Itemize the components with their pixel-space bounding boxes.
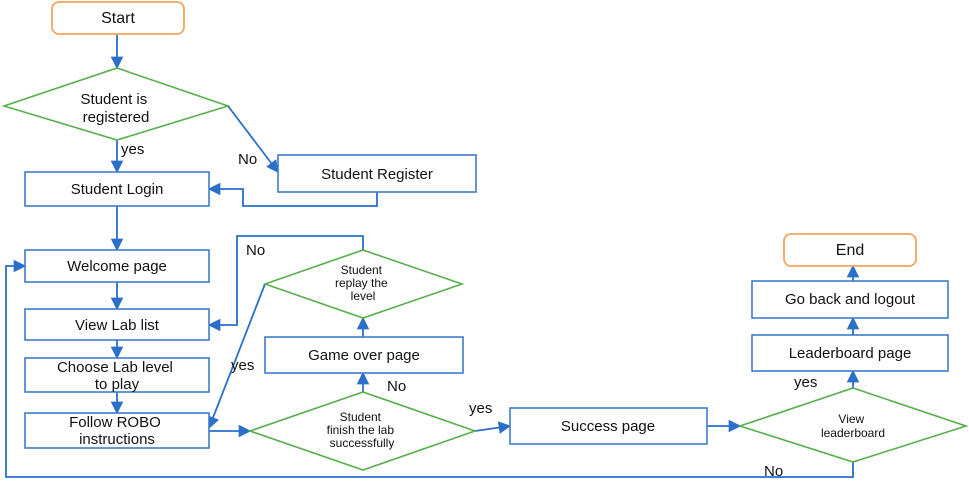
decision-finish: Student finish the lab successfully (247, 391, 478, 471)
follow-line-2: instructions (79, 431, 155, 448)
label-no-registered: No (238, 151, 257, 168)
process-view-lab: View Lab list (24, 308, 210, 341)
process-login: Student Login (24, 171, 210, 207)
decision-registered: Student is registered (1, 67, 231, 141)
replay-line-3: level (351, 289, 376, 303)
svg-text:Student replay the: Student replay the level (335, 263, 391, 303)
logout-label: Go back and logout (785, 291, 916, 308)
follow-line-1: Follow ROBO (69, 414, 161, 431)
process-leaderboard: Leaderboard page (751, 334, 949, 372)
svg-text:Follow ROBO instructions: Follow ROBO instructions (69, 414, 165, 448)
view-lab-label: View Lab list (75, 317, 160, 334)
registered-line-1: Student is (81, 91, 148, 108)
finish-line-2: finish the lab (327, 423, 395, 437)
svg-text:Student is registered: Student is registered (81, 91, 152, 126)
process-game-over: Game over page (264, 336, 464, 374)
success-label: Success page (561, 418, 655, 435)
login-label: Student Login (71, 181, 164, 198)
arrow-replay-no-to-viewlab (207, 235, 364, 332)
choose-lab-line-1: Choose Lab level (57, 359, 173, 376)
decision-replay: Student replay the level (262, 249, 465, 319)
label-no-replay: No (246, 242, 265, 259)
replay-line-2: replay the (335, 276, 388, 290)
label-no-finish: No (387, 378, 406, 395)
arrow-registered-to-register (227, 105, 279, 174)
svg-text:View leaderboard: View leaderboard (821, 412, 885, 440)
arrow-finish-to-success (474, 421, 512, 434)
view-leaderboard-line-2: leaderboard (821, 426, 885, 440)
view-leaderboard-line-1: View (838, 412, 864, 426)
svg-text:Student finish the lab: Student finish the lab successfully (327, 410, 398, 450)
process-follow: Follow ROBO instructions (24, 412, 210, 449)
decision-view-leaderboard: View leaderboard (737, 387, 969, 463)
process-logout: Go back and logout (751, 280, 949, 319)
game-over-label: Game over page (308, 347, 420, 364)
finish-line-3: successfully (330, 436, 395, 450)
arrow-viewleaderboard-no-to-welcome (5, 259, 854, 478)
process-choose-lab: Choose Lab level to play (24, 357, 210, 393)
label-yes-registered: yes (121, 141, 144, 158)
welcome-label: Welcome page (67, 258, 167, 275)
replay-line-1: Student (341, 263, 383, 277)
arrow-replay-yes-to-follow (207, 283, 266, 430)
process-register: Student Register (277, 154, 477, 193)
end-node: End (783, 233, 917, 267)
connectors (5, 34, 860, 478)
start-node: Start (51, 1, 185, 35)
label-yes-leaderboard: yes (794, 374, 817, 391)
label-no-leaderboard: No (764, 463, 783, 480)
choose-lab-line-2: to play (95, 376, 140, 393)
finish-line-1: Student (340, 410, 382, 424)
process-success: Success page (509, 407, 708, 445)
register-label: Student Register (321, 166, 433, 183)
start-label: Start (101, 10, 135, 27)
arrow-register-to-login (207, 182, 378, 207)
svg-text:Choose Lab level to play: Choose Lab level to play (57, 359, 177, 393)
leaderboard-label: Leaderboard page (789, 345, 912, 362)
label-yes-replay: yes (231, 357, 254, 374)
registered-line-2: registered (83, 109, 150, 126)
process-welcome: Welcome page (24, 249, 210, 283)
end-label: End (836, 242, 864, 259)
label-yes-finish: yes (469, 400, 492, 417)
